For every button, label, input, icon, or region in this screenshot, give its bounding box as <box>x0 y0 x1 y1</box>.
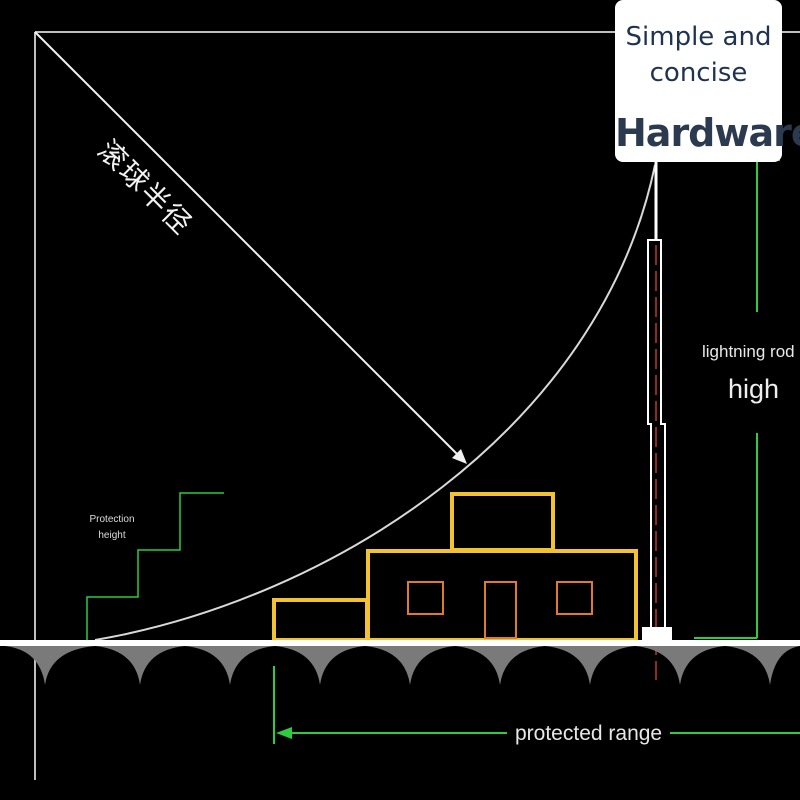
lightning-rod-mast <box>647 239 666 640</box>
badge-brand: Hardware <box>615 111 800 155</box>
window-right <box>556 581 593 615</box>
brand-badge: Simple and concise Hardware <box>615 0 800 162</box>
protected-range-label: protected range <box>507 722 671 746</box>
badge-line-1: Simple and <box>625 22 772 52</box>
door <box>484 581 517 639</box>
ground-line <box>0 640 800 646</box>
protection-height-steps <box>86 492 224 640</box>
rod-base <box>642 627 672 641</box>
rod-high-label: high <box>728 374 780 404</box>
protection-height-label: Protection height <box>89 514 135 541</box>
radius-arrowhead <box>452 449 467 464</box>
range-arrowhead <box>276 727 292 739</box>
badge-line-2: concise <box>649 58 748 88</box>
ground-scallops <box>5 646 800 685</box>
protection-arc <box>94 164 656 641</box>
building-annex <box>272 598 369 642</box>
window-left <box>407 581 444 615</box>
radius-arrow-line <box>34 31 463 460</box>
building-top <box>450 492 555 552</box>
lightning-rod-label: lightning rod <box>702 342 795 361</box>
